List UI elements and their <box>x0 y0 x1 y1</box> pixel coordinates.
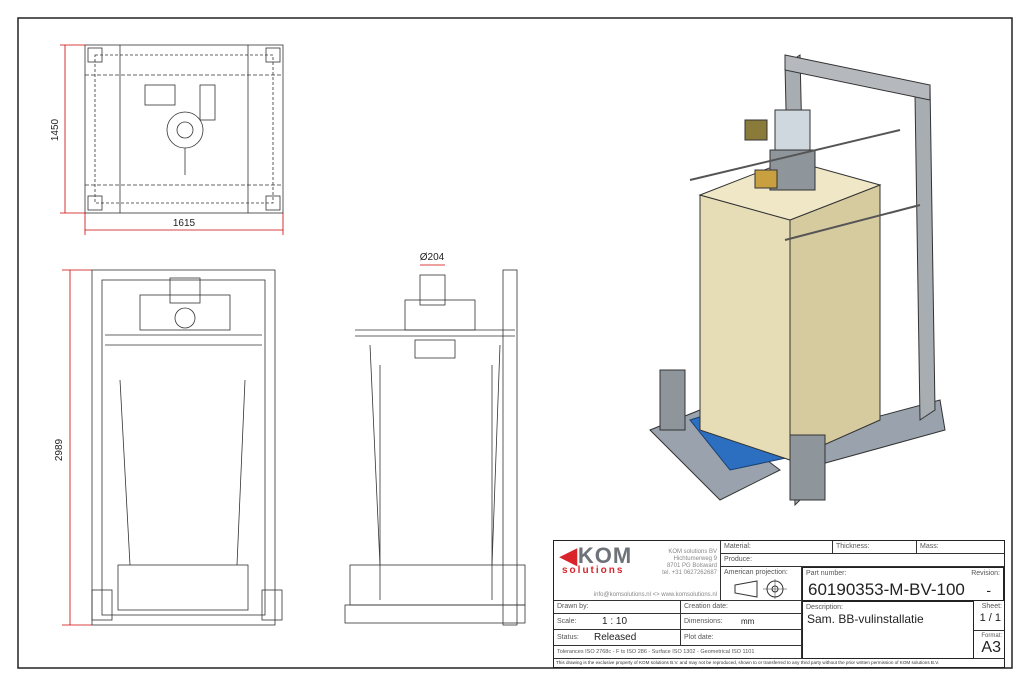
thickness-label: Thickness: <box>836 543 870 550</box>
produce-label: Produce: <box>724 556 753 563</box>
sheet: 1 / 1 <box>979 612 1001 624</box>
top-view <box>60 44 284 235</box>
format: A3 <box>981 639 1001 656</box>
projection-symbol-icon <box>734 579 787 599</box>
description-cell: Description: Sam. BB-vulinstallatie <box>802 601 974 659</box>
description-label: Description: <box>806 604 843 611</box>
company-logo: ◀KOM <box>560 543 633 568</box>
sheet-label: Sheet: <box>981 603 1002 610</box>
dimensions-label: Dimensions: <box>684 618 723 625</box>
company-contact: info@komsolutions.nl <> www.komsolutions… <box>593 592 717 598</box>
format-label: Format: <box>981 633 1002 639</box>
dim-top-height: 1450 <box>50 118 61 141</box>
scale: 1 : 10 <box>602 616 628 627</box>
drawn-by-label: Drawn by: <box>557 603 589 610</box>
front-view <box>62 269 283 626</box>
dim-top-width: 1615 <box>173 218 196 229</box>
revision: - <box>986 582 991 598</box>
dim-side-diameter: Ø204 <box>420 252 445 263</box>
dim-front-height: 2989 <box>54 438 65 461</box>
scale-label: Scale: <box>557 618 577 625</box>
sheet-border <box>17 17 1013 669</box>
part-number-label: Part number: <box>806 570 847 577</box>
description: Sam. BB-vulinstallatie <box>807 612 924 626</box>
projection-label: American projection: <box>724 569 788 576</box>
part-number: 60190353-M-BV-100 <box>808 580 965 599</box>
part-number-cell: Part number: Revision: 60190353-M-BV-100… <box>802 567 1004 601</box>
tolerances: Tolerances ISO 2768c - F ts ISO 286 - Su… <box>557 649 755 655</box>
creation-date-label: Creation date: <box>684 603 728 610</box>
isometric-view <box>649 54 946 507</box>
revision-label: Revision: <box>971 570 1000 577</box>
disclaimer: This drawing is the exclusive property o… <box>556 660 940 665</box>
material-label: Material: <box>724 543 751 550</box>
side-view <box>344 264 526 626</box>
plot-date-label: Plot date: <box>684 634 714 641</box>
mass-label: Mass: <box>920 543 939 550</box>
logo-subtitle: solutions <box>562 565 625 576</box>
status-label: Status: <box>557 634 579 641</box>
dimensions: mm <box>741 617 755 626</box>
status: Released <box>594 632 637 643</box>
